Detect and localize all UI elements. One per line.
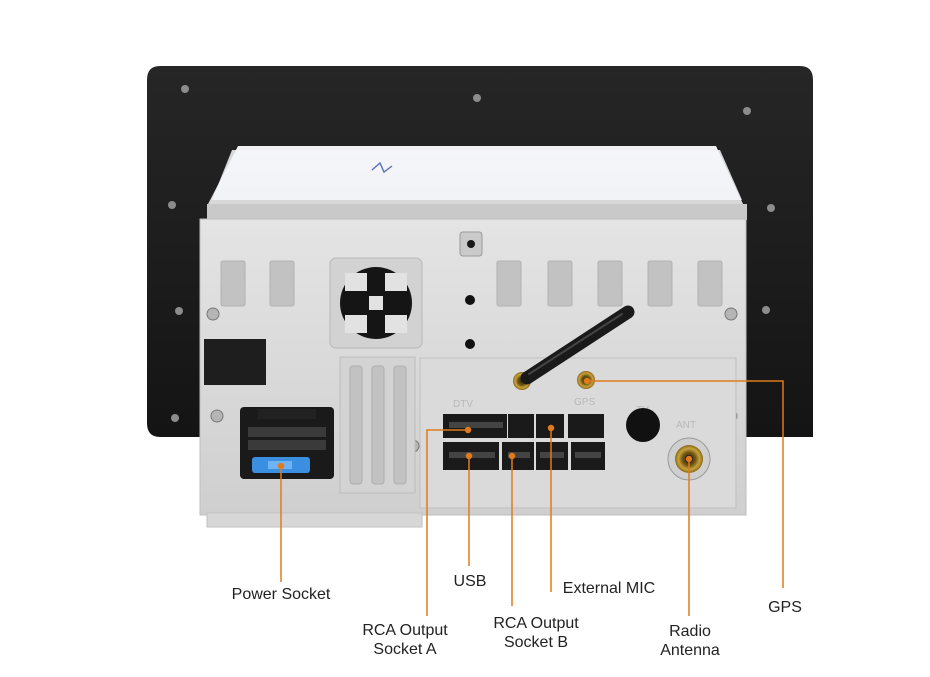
bezel-screw (473, 94, 481, 102)
unit-label-dtv: DTV (453, 399, 473, 410)
callout-gps: GPS (755, 598, 815, 617)
bezel-screw (767, 204, 775, 212)
bezel-screw (171, 414, 179, 422)
cooling-fan (329, 257, 423, 349)
callout-rca-a-line1: RCA Output (362, 622, 448, 639)
callout-rca-a-line2: Socket A (373, 641, 437, 658)
bezel-screw (743, 107, 751, 115)
rca-socket-block (443, 414, 605, 470)
unit-label-ant: ANT (676, 420, 696, 431)
chassis-top (207, 146, 747, 220)
callout-radio-line1: Radio (669, 623, 711, 640)
callout-power-socket-text: Power Socket (231, 586, 331, 603)
callout-rca-b-line1: RCA Output (493, 615, 579, 632)
callout-external-mic-text: External MIC (562, 580, 656, 597)
callout-radio-antenna: Radio Antenna (640, 622, 740, 660)
power-socket-connector (240, 407, 334, 479)
tv-port (626, 408, 660, 442)
callout-rca-b-line2: Socket B (503, 634, 569, 651)
callout-rca-socket-b: RCA Output Socket B (478, 614, 594, 652)
unit-label-gps: GPS (574, 397, 595, 408)
callout-radio-line2: Antenna (660, 642, 720, 659)
callout-power-socket: Power Socket (221, 585, 341, 604)
callout-usb-text: USB (453, 573, 487, 590)
bezel-screw (168, 201, 176, 209)
dtv-antenna (520, 305, 635, 385)
bezel-screw (762, 306, 770, 314)
bezel-screw (175, 307, 183, 315)
callout-external-mic: External MIC (550, 579, 668, 598)
callout-rca-socket-a: RCA Output Socket A (347, 621, 463, 659)
rear-panel (199, 218, 747, 528)
bezel-screw (181, 85, 189, 93)
callout-gps-text: GPS (768, 599, 802, 616)
leader-lines (277, 377, 784, 616)
callout-usb: USB (440, 572, 500, 591)
